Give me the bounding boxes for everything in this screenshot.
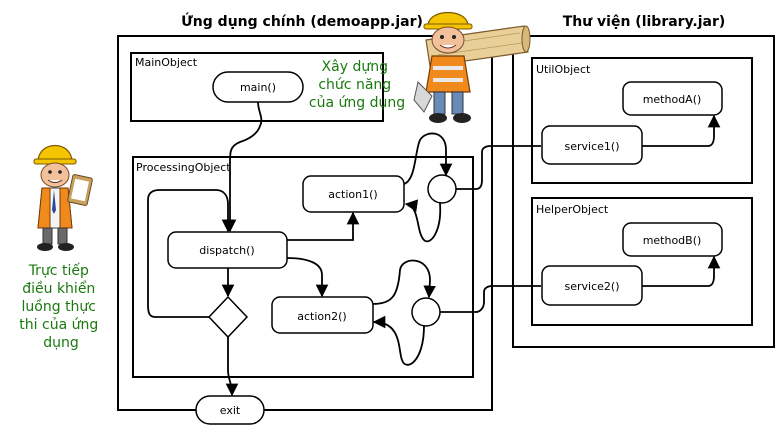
processing-object-box (132, 156, 474, 378)
util-object-label: UtilObject (536, 63, 591, 76)
dispatch-label: dispatch() (199, 244, 254, 257)
arrow-decision-to-exit (225, 337, 239, 397)
arrow-circle2-to-action2 (372, 315, 425, 366)
methodA-node (622, 81, 723, 116)
methodB-label: methodB() (643, 234, 702, 247)
builder-caption: Xây dựng chức năng của ứng dụng (309, 59, 405, 111)
service2-label: service2() (565, 280, 620, 293)
arrow-dispatch-to-action1 (287, 211, 360, 241)
main-app-title: Ứng dụng chính (demoapp.jar) (181, 12, 423, 30)
service1-node (541, 125, 643, 165)
processing-object-label: ProcessingObject (136, 161, 231, 174)
controller-caption: Trực tiếp điều khiển luồng thực thi của … (19, 262, 102, 351)
library-frame (512, 35, 775, 348)
controller-worker-icon (33, 145, 93, 251)
main-node-label: main() (240, 81, 276, 94)
arrow-action2-to-circle2 (372, 259, 436, 305)
arrow-circle1-to-action1 (404, 199, 442, 243)
methodA-label: methodA() (643, 93, 702, 106)
helper-object-label: HelperObject (536, 203, 609, 216)
arrow-main-to-dispatch (223, 101, 263, 233)
exit-label: exit (220, 404, 241, 417)
arrow-action1-to-circle1 (403, 132, 453, 185)
builder-worker-icon (413, 12, 531, 123)
action1-label: action1() (328, 188, 377, 201)
link-circle2-service2 (440, 285, 541, 313)
helper-object-box (531, 197, 753, 326)
action2-label: action2() (297, 310, 346, 323)
arrow-service1-to-methodA (642, 114, 721, 147)
main-object-box (130, 52, 384, 122)
link-circle1-service1 (456, 145, 541, 190)
decision-diamond (207, 295, 249, 339)
service1-label: service1() (565, 140, 620, 153)
main-app-frame (117, 35, 493, 411)
util-object-box (531, 57, 753, 184)
connector-circle-2 (411, 297, 441, 327)
connector-circle-1 (427, 174, 457, 204)
methodB-node (622, 222, 723, 257)
main-object-label: MainObject (135, 56, 198, 69)
library-title: Thư viện (library.jar) (563, 14, 726, 30)
arrow-dispatch-to-action2 (286, 257, 329, 298)
arrow-decision-loop (147, 189, 235, 318)
flow-arrows (147, 101, 721, 397)
arrow-service2-to-methodB (642, 255, 721, 287)
